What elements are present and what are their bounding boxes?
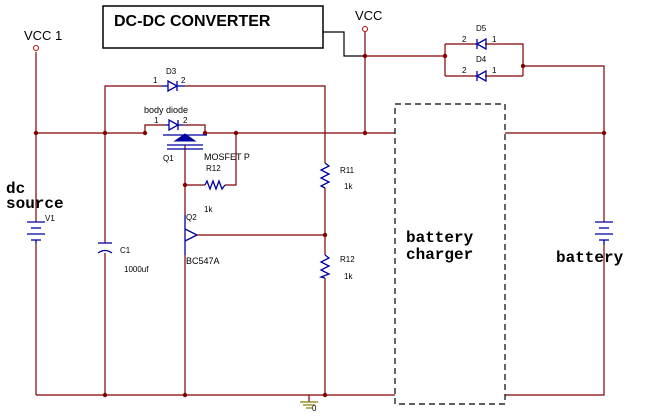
dc-source-battery: V1 [27,214,55,244]
dc-source-label-line1: dc [6,180,25,198]
d5-pin2: 2 [462,35,467,44]
vcc-terminal: VCC [355,8,382,32]
r11-value: 1k [344,182,353,191]
d5-pin1: 1 [492,35,497,44]
d3-ref: D3 [166,67,177,76]
body-diode-pin1: 1 [154,116,159,125]
d5-ref: D5 [476,24,487,33]
battery-label: battery [556,249,624,267]
converter-title: DC-DC CONVERTER [114,13,271,30]
q1-ref: Q1 [163,154,174,163]
v1-ref: V1 [45,214,55,223]
ground-label: 0 [312,404,317,413]
battery-charger-box: battery charger [394,103,506,405]
resistor-r12-base: R12 1k [318,254,355,281]
capacitor-c1: C1 1000uf [97,242,149,274]
ground-symbol: 0 [300,401,318,413]
r12b-ref: R12 [340,255,355,264]
diode-d5: D5 2 1 [462,24,497,51]
diode-d4: D4 2 1 [462,55,497,83]
r12b-value: 1k [344,272,353,281]
d3-pin1: 1 [153,76,158,85]
body-diode: body diode 1 2 [144,105,188,132]
junction-nodes [33,53,607,398]
body-diode-label: body diode [144,105,188,115]
r12a-ref: R12 [206,164,221,173]
dc-dc-converter-box: DC-DC CONVERTER [102,5,324,49]
q2-ref: Q2 [186,213,197,222]
battery-symbol [595,221,613,245]
d3-pin2: 2 [181,76,186,85]
dc-source-label-line2: source [6,195,64,213]
r11-ref: R11 [340,166,355,175]
body-diode-pin2: 2 [183,116,188,125]
d4-pin1: 1 [492,66,497,75]
r12a-value: 1k [204,205,213,214]
q2-type: BC547A [186,256,220,266]
d4-ref: D4 [476,55,487,64]
c1-value: 1000uf [124,265,149,274]
charger-label-line2: charger [406,246,473,264]
transistor-q2: Q2 BC547A [184,213,220,266]
vcc1-label: VCC 1 [24,28,62,43]
resistor-r12-gate: R12 1k [204,164,226,214]
q1-type: MOSFET P [204,152,250,162]
diode-d3: D3 1 2 [153,67,186,93]
vcc-label: VCC [355,8,382,23]
vcc1-terminal: VCC 1 [24,28,62,51]
c1-ref: C1 [120,246,131,255]
wiring [35,32,605,402]
mosfet-q1: Q1 MOSFET P [163,133,250,163]
d4-pin2: 2 [462,66,467,75]
converter-output-wire [323,31,365,57]
charger-label-line1: battery [406,229,474,247]
resistor-r11: R11 1k [319,162,355,191]
